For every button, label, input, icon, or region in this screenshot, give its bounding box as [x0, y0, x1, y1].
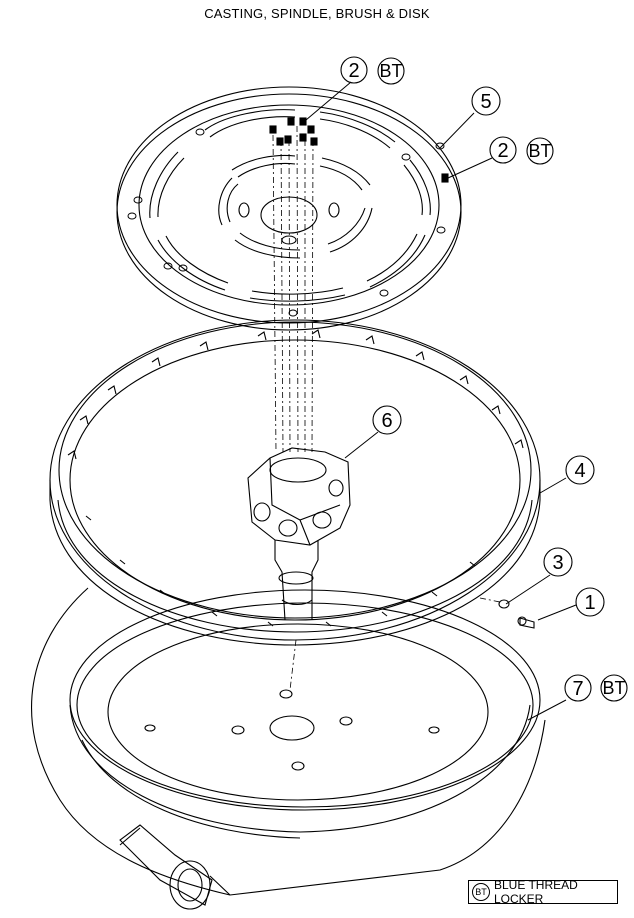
casting-housing [31, 587, 546, 910]
callout-number: 7 [572, 678, 583, 700]
callout-tag: BT [379, 61, 402, 81]
legend-text: BLUE THREAD LOCKER [494, 878, 578, 906]
callout-number: 6 [381, 410, 392, 432]
spindle [247, 447, 351, 621]
brush-disk [116, 86, 462, 331]
callout-number: 5 [480, 91, 491, 113]
callout-number: 1 [584, 592, 595, 614]
bt-badge: BT [472, 883, 490, 901]
callout-number: 2 [497, 140, 508, 162]
callout-2-right: 2 BT [489, 136, 554, 165]
callout-2-top: 2 BT [340, 56, 405, 85]
brush-ring [49, 319, 541, 646]
callout-number: 2 [348, 60, 359, 82]
legend-box: BT BLUE THREAD LOCKER [468, 878, 618, 906]
assembly-guide-lines [272, 125, 501, 691]
diagram-title: CASTING, SPINDLE, BRUSH & DISK [204, 6, 430, 21]
callout-tag: BT [528, 141, 551, 161]
callout-1: 1 [575, 587, 605, 617]
callout-3: 3 [543, 547, 573, 577]
callout-7: 7 BT [564, 674, 628, 702]
callout-tag: BT [602, 678, 625, 698]
callout-6: 6 [372, 405, 402, 435]
screw-and-washer [498, 599, 535, 629]
callout-number: 4 [574, 460, 585, 482]
leader-lines [305, 81, 577, 721]
callout-4: 4 [565, 455, 595, 485]
callout-number: 3 [552, 552, 563, 574]
callout-5: 5 [471, 86, 501, 116]
